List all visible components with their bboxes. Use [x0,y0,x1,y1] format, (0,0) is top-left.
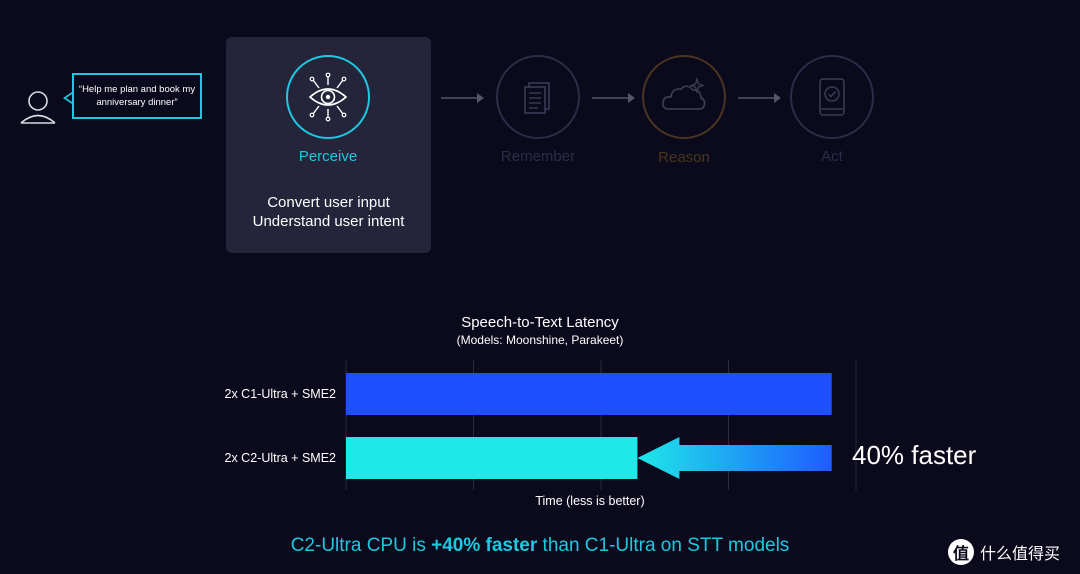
bubble-tail-inner [66,94,72,102]
summary-line: C2-Ultra CPU is +40% faster than C1-Ultr… [0,535,1080,557]
bar-c1-ultra [346,373,832,415]
summary-pre: C2-Ultra CPU is [290,535,432,556]
watermark-logo: 值 [948,539,974,565]
reason-step-circle [642,55,726,139]
act-label: Act [821,148,843,165]
latency-chart [345,360,857,490]
summary-bold: +40% faster [431,535,538,556]
cloud-sparkle-icon [662,76,706,110]
perceive-label: Perceive [298,148,358,165]
perceive-step-circle [286,55,370,139]
perceive-desc-line2: Understand user intent [252,213,405,230]
perceive-desc-line1: Convert user input [267,194,390,211]
user-speech-bubble: “Help me plan and book my anniversary di… [72,73,202,119]
eye-icon [308,72,348,122]
chart-title: Speech-to-Text Latency [461,314,619,331]
bar-c2-ultra [346,437,638,479]
y-category-label: 2x C2-Ultra + SME2 [224,451,337,465]
flow-arrow-2 [592,93,635,103]
document-icon [524,82,550,114]
act-step-circle [790,55,874,139]
y-category-label: 2x C1-Ultra + SME2 [224,387,337,401]
x-axis-label: Time (less is better) [535,494,645,508]
phone-check-icon [819,78,845,116]
chart-subtitle: (Models: Moonshine, Parakeet) [456,333,624,347]
bubble-text: “Help me plan and book my anniversary di… [78,84,196,108]
reason-label: Reason [658,149,710,166]
flow-arrow-1 [441,93,484,103]
improvement-arrow [637,437,832,479]
watermark: 值 什么值得买 [948,538,1060,566]
summary-post: than C1-Ultra on STT models [537,535,790,556]
perceive-description: Convert user input Understand user inten… [226,193,431,231]
faster-annotation: 40% faster [852,440,977,470]
remember-label: Remember [500,148,576,165]
watermark-text: 什么值得买 [980,546,1061,563]
flow-arrow-3 [738,93,781,103]
user-icon [20,91,56,124]
remember-step-circle [496,55,580,139]
